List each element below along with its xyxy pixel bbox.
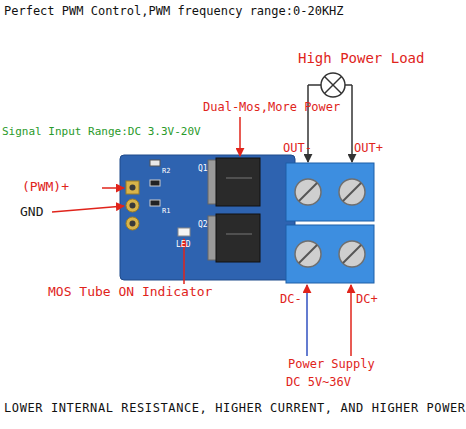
screw-slot (343, 245, 361, 263)
pin-hole (130, 221, 136, 227)
terminal-name: OUT+ (354, 142, 383, 156)
pin-name: (PWM)+ (22, 180, 69, 195)
pin-pad (126, 199, 139, 212)
pcb-board (120, 155, 295, 280)
led-component (178, 228, 190, 236)
silkscreen-label: Q1 (198, 164, 208, 173)
mosfet-marking (226, 234, 252, 235)
terminal-name: DC- (280, 293, 302, 307)
load-label: High Power Load (298, 50, 424, 66)
pin-hole (130, 203, 136, 209)
screw-slot (343, 183, 361, 201)
terminal-screw (339, 179, 365, 205)
input-range-note: Signal Input Range:DC 3.3V-20V (2, 126, 201, 139)
load-wire (308, 84, 321, 86)
pin-hole (130, 185, 136, 191)
load-wire (345, 84, 352, 86)
silkscreen-label: R1 (162, 207, 170, 215)
supply-wire (306, 285, 308, 356)
pin-pad (126, 217, 139, 230)
terminal-screw (295, 241, 321, 267)
smd-resistor (150, 160, 160, 166)
screw-slot (299, 245, 317, 263)
mosfet-marking (226, 178, 252, 179)
leader-line (52, 206, 124, 212)
lamp-cross (325, 77, 342, 94)
supply-label: DC 5V~36V (286, 376, 351, 390)
supply-wire (350, 285, 352, 356)
pin-name: GND (20, 205, 43, 220)
load-wire (351, 85, 353, 162)
smd-resistor (150, 200, 160, 206)
callout-text: Dual-Mos,More Power (203, 101, 340, 115)
smd-resistor (150, 180, 160, 186)
screw-slot (299, 183, 317, 201)
lamp-symbol (321, 73, 345, 97)
page-title: Perfect PWM Control,PWM frequency range:… (4, 5, 344, 19)
silkscreen-label: LED (176, 240, 190, 249)
pin-pad (126, 181, 139, 194)
mosfet-body (216, 214, 260, 262)
terminal-name: OUT- (283, 142, 312, 156)
silkscreen-label: Q2 (198, 220, 208, 229)
leader-line (239, 117, 241, 156)
leader-line (102, 187, 124, 189)
supply-label: Power Supply (288, 358, 375, 372)
mosfet-body (216, 158, 260, 206)
page-caption: LOWER INTERNAL RESISTANCE, HIGHER CURREN… (4, 402, 466, 416)
silkscreen-label: R2 (162, 167, 170, 175)
terminal-screw (339, 241, 365, 267)
terminal-screw (295, 179, 321, 205)
terminal-name: DC+ (356, 293, 378, 307)
callout-text: MOS Tube ON Indicator (48, 285, 212, 300)
terminal-block (286, 225, 374, 283)
lamp-cross (325, 77, 342, 94)
terminal-block (286, 163, 374, 221)
